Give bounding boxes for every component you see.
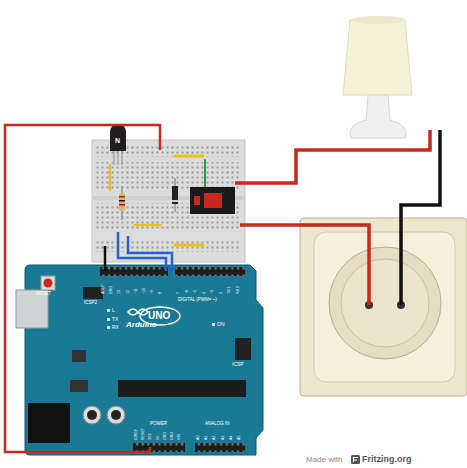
board-label: DIGITAL (PWM= ~) [178,298,217,303]
pin-label: VIN [178,434,182,440]
pin-label: 5V [157,436,161,440]
pin-label: GND [164,432,168,440]
pin-label: GND [110,286,114,294]
pin-label: 3V3 [149,434,153,440]
board-label: RESET [36,292,51,297]
pin-label: IOREF [135,429,139,440]
watermark: Made with [306,456,342,464]
diode-symbol [172,178,178,212]
pin-label: ~3 [211,290,215,294]
signal-wires [5,125,172,452]
pin-label: A0 [197,436,201,440]
board-label: N [115,137,120,144]
pin-label: TX 1 [228,286,232,294]
arduino-board [16,265,263,455]
pin-label: ~11 [135,288,139,294]
pin-label: ~9 [151,290,155,294]
transistor-symbol [110,124,126,165]
watermark: Fritzing.org [362,455,412,464]
pin-label: A4 [230,436,234,440]
mains-wires [235,130,440,305]
pin-label: 8 [159,292,163,294]
pin-label: 12 [127,290,131,294]
board-label: RX [112,325,119,330]
pin-label: RESET [142,428,146,440]
pin-label: ~10 [143,288,147,294]
board-label: ANALOG IN [205,422,230,427]
board-label: UNO [148,311,170,321]
board-label: L [112,308,115,313]
breadboard [92,140,245,262]
pin-label: A3 [222,436,226,440]
pin-label: AREF [102,284,106,294]
lamp [343,16,412,138]
board-label: ICSP [232,362,244,367]
board-label: ICSP2 [84,301,97,306]
pin-label: ~6 [186,290,190,294]
relay-symbol [190,187,235,214]
fritzing-logo [351,455,360,464]
resistor-symbol [119,186,125,220]
pin-label: RX 0 [237,286,241,294]
pin-label: A5 [238,436,242,440]
pin-label: 4 [203,292,207,294]
pin-label: A2 [213,436,217,440]
board-label: TX [112,317,118,322]
pin-label: GND [171,432,175,440]
pin-label: 13 [118,290,122,294]
pin-label: A1 [205,436,209,440]
pin-label: 2 [220,292,224,294]
pin-label: ~5 [194,290,198,294]
pin-label: 7 [177,292,181,294]
board-label: Arduino [126,321,157,329]
board-label: POWER [150,422,167,427]
wall-socket [300,218,467,396]
board-label: ON [217,322,225,327]
